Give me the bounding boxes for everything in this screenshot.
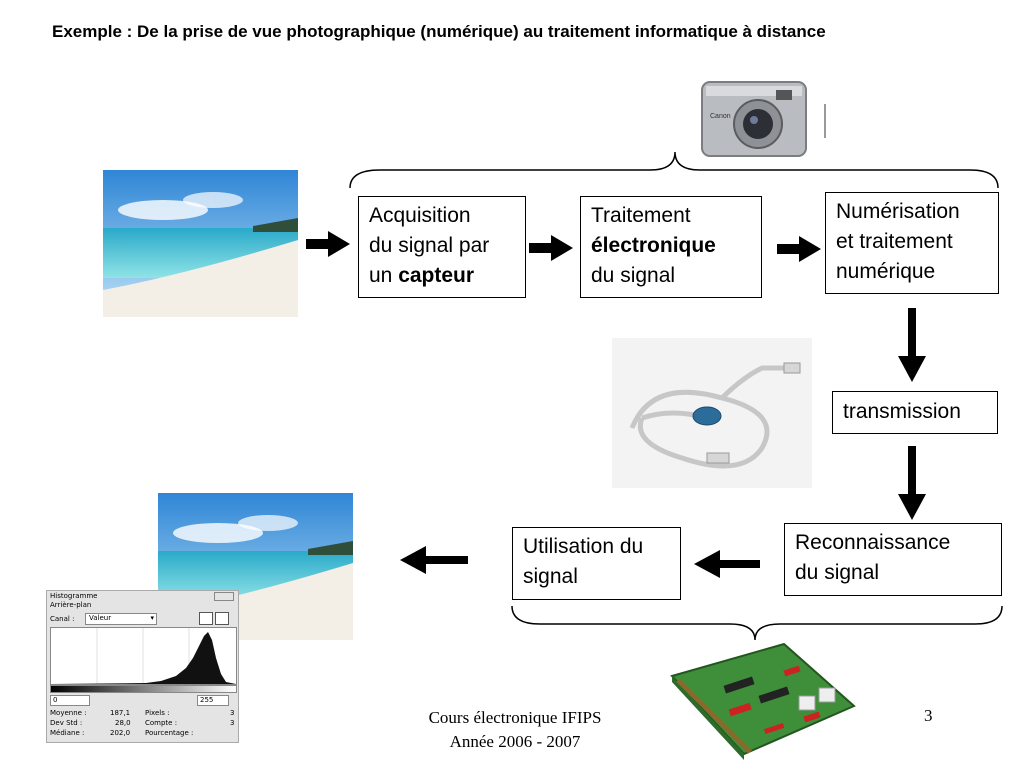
histogram-title: Histogramme — [50, 592, 98, 600]
camera-edge-line — [824, 104, 826, 138]
pcb-board-photo — [664, 636, 860, 762]
camera-icon: Canon — [701, 81, 807, 157]
box-utilisation-line1: Utilisation du — [523, 535, 644, 558]
box-utilisation-line2: signal — [523, 565, 578, 588]
arrow-right-3 — [777, 236, 821, 262]
footer: Cours électronique IFIPS Année 2006 - 20… — [380, 706, 650, 754]
page-number: 3 — [924, 706, 933, 725]
box-reconnaissance-line2: du signal — [795, 561, 880, 584]
usb-cable-graphic — [612, 338, 812, 488]
beach-photo — [103, 170, 298, 317]
arrow-down-1 — [898, 308, 926, 382]
box-acquisition-line1: Acquisition — [369, 204, 471, 227]
box-traitement-line1: Traitement — [591, 204, 691, 227]
arrow-left-2 — [400, 546, 468, 574]
footer-course: Cours électronique IFIPS — [428, 708, 602, 727]
box-traitement-line3: du signal — [591, 264, 676, 287]
log-scale-button[interactable] — [215, 612, 229, 625]
channel-label: Canal : — [50, 615, 75, 623]
arrow-right-2 — [529, 235, 573, 261]
stat-pixels-label: Pixels : — [145, 709, 170, 717]
stat-count-value: 3 — [230, 719, 235, 727]
channel-select-value: Valeur — [89, 614, 112, 622]
footer-year: Année 2006 - 2007 — [449, 732, 581, 751]
box-transmission-label: transmission — [843, 400, 961, 423]
box-numerisation-line1: Numérisation — [836, 200, 960, 223]
range-min-input[interactable]: 0 — [50, 695, 90, 706]
stat-median-value: 202,0 — [110, 729, 131, 737]
arrow-right-1 — [306, 231, 350, 257]
box-numerisation: Numérisation et traitement numérique — [825, 192, 999, 294]
stat-percent-label: Pourcentage : — [145, 729, 194, 737]
stat-median-label: Médiane : — [50, 729, 85, 737]
box-acquisition-keyword: capteur — [398, 264, 475, 287]
box-traitement: Traitement électronique du signal — [580, 196, 762, 298]
stat-count-label: Compte : — [145, 719, 178, 727]
stat-std-label: Dev Std : — [50, 719, 83, 727]
arrow-down-2 — [898, 446, 926, 520]
histogram-plot — [50, 627, 237, 685]
top-brace — [349, 151, 999, 189]
beach-photo-graphic — [103, 170, 298, 317]
camera-brand: Canon — [710, 113, 731, 120]
box-acquisition-line3: un capteur — [369, 261, 515, 291]
box-acquisition-line2: du signal par — [369, 234, 490, 257]
camera-photo: Canon — [698, 76, 810, 162]
box-reconnaissance: Reconnaissance du signal — [784, 523, 1002, 596]
box-numerisation-line3: numérique — [836, 260, 936, 283]
channel-select[interactable]: Valeur ▾ — [85, 613, 157, 625]
histogram-window: Histogramme Arrière-plan Canal : Valeur … — [46, 590, 239, 743]
stat-mean-label: Moyenne : — [50, 709, 87, 717]
stat-std-value: 28,0 — [115, 719, 131, 727]
chevron-down-icon: ▾ — [150, 614, 154, 622]
box-acquisition-line3-prefix: un — [369, 264, 399, 287]
box-reconnaissance-line1: Reconnaissance — [795, 531, 951, 554]
range-max-input[interactable]: 255 — [197, 695, 229, 706]
stat-mean-value: 187,1 — [110, 709, 131, 717]
box-traitement-keyword: électronique — [591, 231, 751, 261]
linear-scale-button[interactable] — [199, 612, 213, 625]
histogram-subtitle: Arrière-plan — [50, 601, 92, 609]
gradient-bar — [50, 685, 237, 693]
box-utilisation: Utilisation du signal — [512, 527, 681, 600]
stat-pixels-value: 3 — [230, 709, 235, 717]
pcb-board-graphic — [670, 642, 856, 760]
box-numerisation-line2: et traitement — [836, 230, 953, 253]
bottom-brace — [511, 605, 1003, 641]
box-acquisition: Acquisition du signal par un capteur — [358, 196, 526, 298]
arrow-left-1 — [694, 550, 760, 578]
box-traitement-keyword-text: électronique — [591, 234, 716, 257]
slide-title: Exemple : De la prise de vue photographi… — [52, 22, 826, 41]
box-transmission: transmission — [832, 391, 998, 434]
histogram-window-buttons — [214, 592, 234, 601]
usb-cable-photo — [612, 338, 812, 488]
